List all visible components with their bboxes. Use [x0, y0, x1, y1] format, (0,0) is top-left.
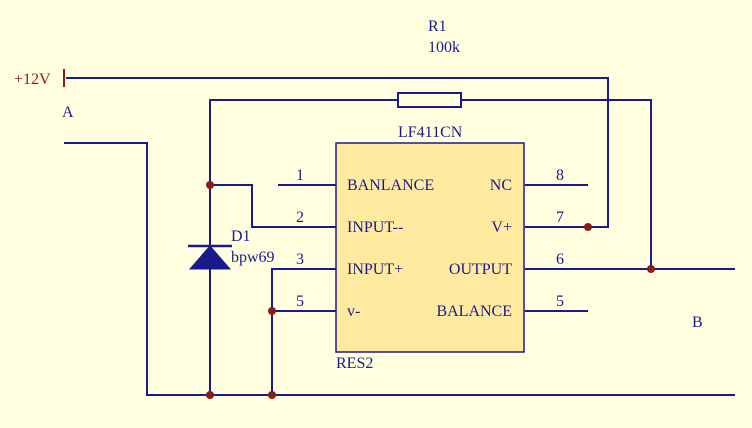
pin-name: V+	[491, 219, 512, 236]
diode-d1	[188, 244, 232, 270]
supply-wire	[66, 77, 609, 228]
junctions	[206, 181, 655, 399]
junction-dot	[647, 265, 655, 273]
pin-number: 6	[556, 251, 564, 268]
pin-number: 5	[556, 293, 564, 310]
diode-ref: D1	[231, 228, 251, 245]
node-a-label: A	[62, 104, 74, 121]
pin-number: 5	[296, 293, 304, 310]
pin-number: 3	[296, 251, 304, 268]
pin-name: INPUT--	[347, 219, 403, 236]
input-plus-wire	[271, 268, 336, 395]
pin-number: 1	[296, 167, 304, 184]
pin-number: 7	[556, 209, 564, 226]
junction-dot	[584, 223, 592, 231]
pin-number: 8	[556, 167, 564, 184]
junction-dot	[268, 391, 276, 399]
junction-dot	[206, 391, 214, 399]
pin-name: v-	[347, 303, 360, 320]
node-b-label: B	[692, 314, 703, 331]
feedback-wire-left	[209, 99, 398, 395]
resistor-value: 100k	[428, 39, 460, 56]
resistor-ref: R1	[428, 18, 447, 35]
diode-part: bpw69	[231, 249, 275, 266]
chip-body	[335, 142, 525, 353]
junction-dot	[206, 181, 214, 189]
pin-name: INPUT+	[347, 261, 403, 278]
resistor-r1	[397, 92, 462, 108]
chip-part: LF411CN	[398, 124, 463, 141]
junction-dot	[268, 307, 276, 315]
pin-number: 2	[296, 209, 304, 226]
node-a-wire	[64, 142, 735, 396]
feedback-wire-right	[461, 99, 652, 269]
wires	[64, 77, 735, 396]
pin-name: BANLANCE	[347, 177, 434, 194]
power-label: +12V	[14, 71, 51, 88]
chip-ref: RES2	[336, 355, 373, 372]
pin-name: BALANCE	[436, 303, 512, 320]
pin-name: OUTPUT	[449, 261, 512, 278]
pin-name: NC	[490, 177, 512, 194]
input-minus-wire	[210, 184, 336, 228]
